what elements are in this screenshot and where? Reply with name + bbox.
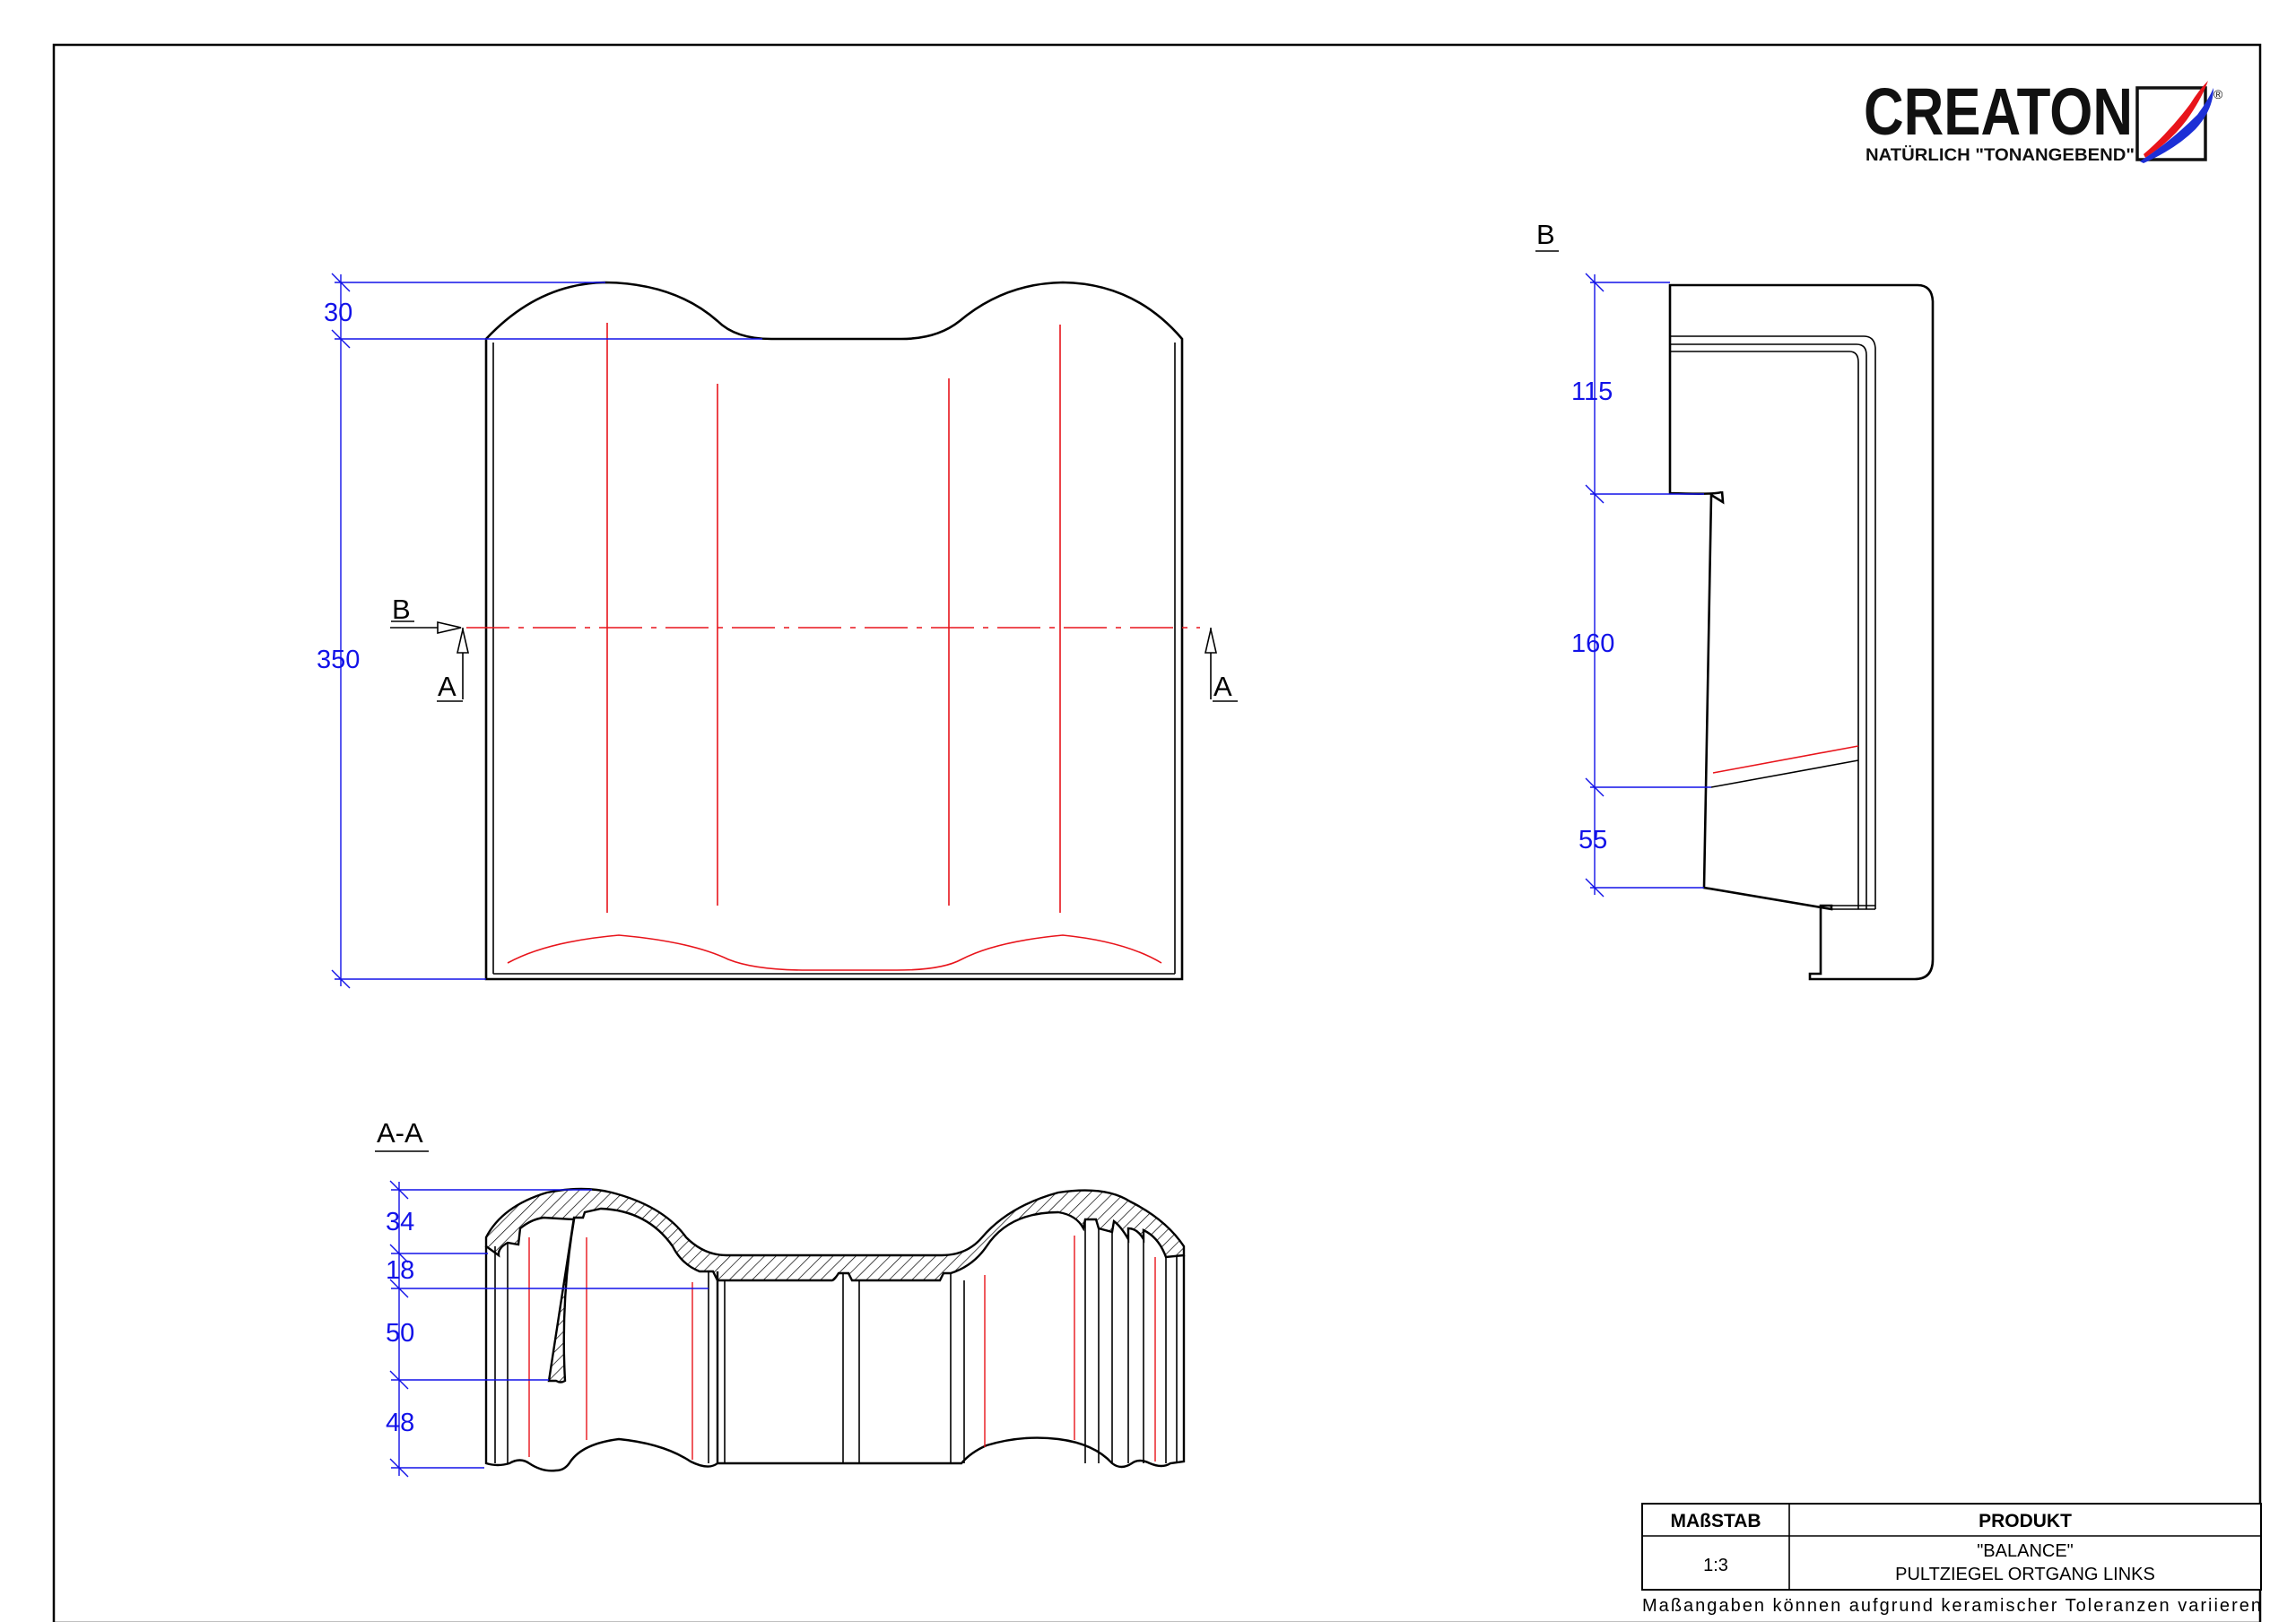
creaton-logo: CREATON NATÜRLICH "TONANGEBEND" ® <box>1864 74 2223 165</box>
top-view-outline <box>484 281 1184 981</box>
sheet-border <box>52 43 2262 1622</box>
dim-section-18: 18 <box>386 1256 414 1285</box>
side-view-inner-lines <box>1669 285 1876 910</box>
section-body-outline <box>484 1246 1186 1472</box>
logo-box <box>2135 86 2207 161</box>
top-view-centerlines <box>466 323 1200 971</box>
title-block-product-description: PULTZIEGEL ORTGANG LINKS <box>1895 1565 2155 1584</box>
side-view-title: B <box>1536 219 1555 250</box>
dim-side-115: 115 <box>1571 377 1613 406</box>
title-block-scale-header: MAßSTAB <box>1670 1511 1761 1531</box>
dim-top-30: 30 <box>324 299 352 327</box>
top-view: 30 350 B A A <box>317 273 1238 989</box>
logo-slogan: NATÜRLICH "TONANGEBEND" <box>1866 146 2135 165</box>
section-label-b: B <box>392 594 411 625</box>
logo-red-stroke-icon <box>2144 81 2208 158</box>
side-view-outline <box>1668 283 1935 981</box>
side-view: B 115 160 55 <box>1535 219 1935 981</box>
section-markers <box>390 620 1238 702</box>
section-vertical-lines <box>494 1219 1178 1463</box>
section-centerlines <box>528 1236 1156 1462</box>
title-block-scale-value: 1:3 <box>1703 1556 1728 1575</box>
top-view-dimensions <box>331 273 762 989</box>
dim-top-350: 350 <box>317 646 360 674</box>
dim-section-48: 48 <box>386 1409 414 1437</box>
section-cross-hatch <box>484 1187 1186 1383</box>
section-label-a-left: A <box>438 671 457 702</box>
section-view: A-A <box>375 1117 1186 1478</box>
section-label-a-right: A <box>1213 671 1232 702</box>
side-view-dimensions <box>1585 273 1711 898</box>
dim-side-55: 55 <box>1578 826 1607 854</box>
logo-registered-mark: ® <box>2213 87 2223 101</box>
section-view-title: A-A <box>377 1117 423 1149</box>
section-view-dimensions <box>389 1180 709 1478</box>
dim-section-50: 50 <box>386 1319 414 1348</box>
dim-section-34: 34 <box>386 1208 414 1236</box>
title-block-product-name: "BALANCE" <box>1977 1541 2074 1561</box>
title-block-product-header: PRODUKT <box>1979 1511 2072 1531</box>
title-block: MAßSTAB PRODUKT 1:3 "BALANCE" PULTZIEGEL… <box>1641 1503 2262 1616</box>
title-block-tolerance-note: Maßangaben können aufgrund keramischer T… <box>1642 1596 2261 1616</box>
dim-side-160: 160 <box>1571 629 1614 658</box>
logo-wordmark: CREATON <box>1864 74 2133 149</box>
